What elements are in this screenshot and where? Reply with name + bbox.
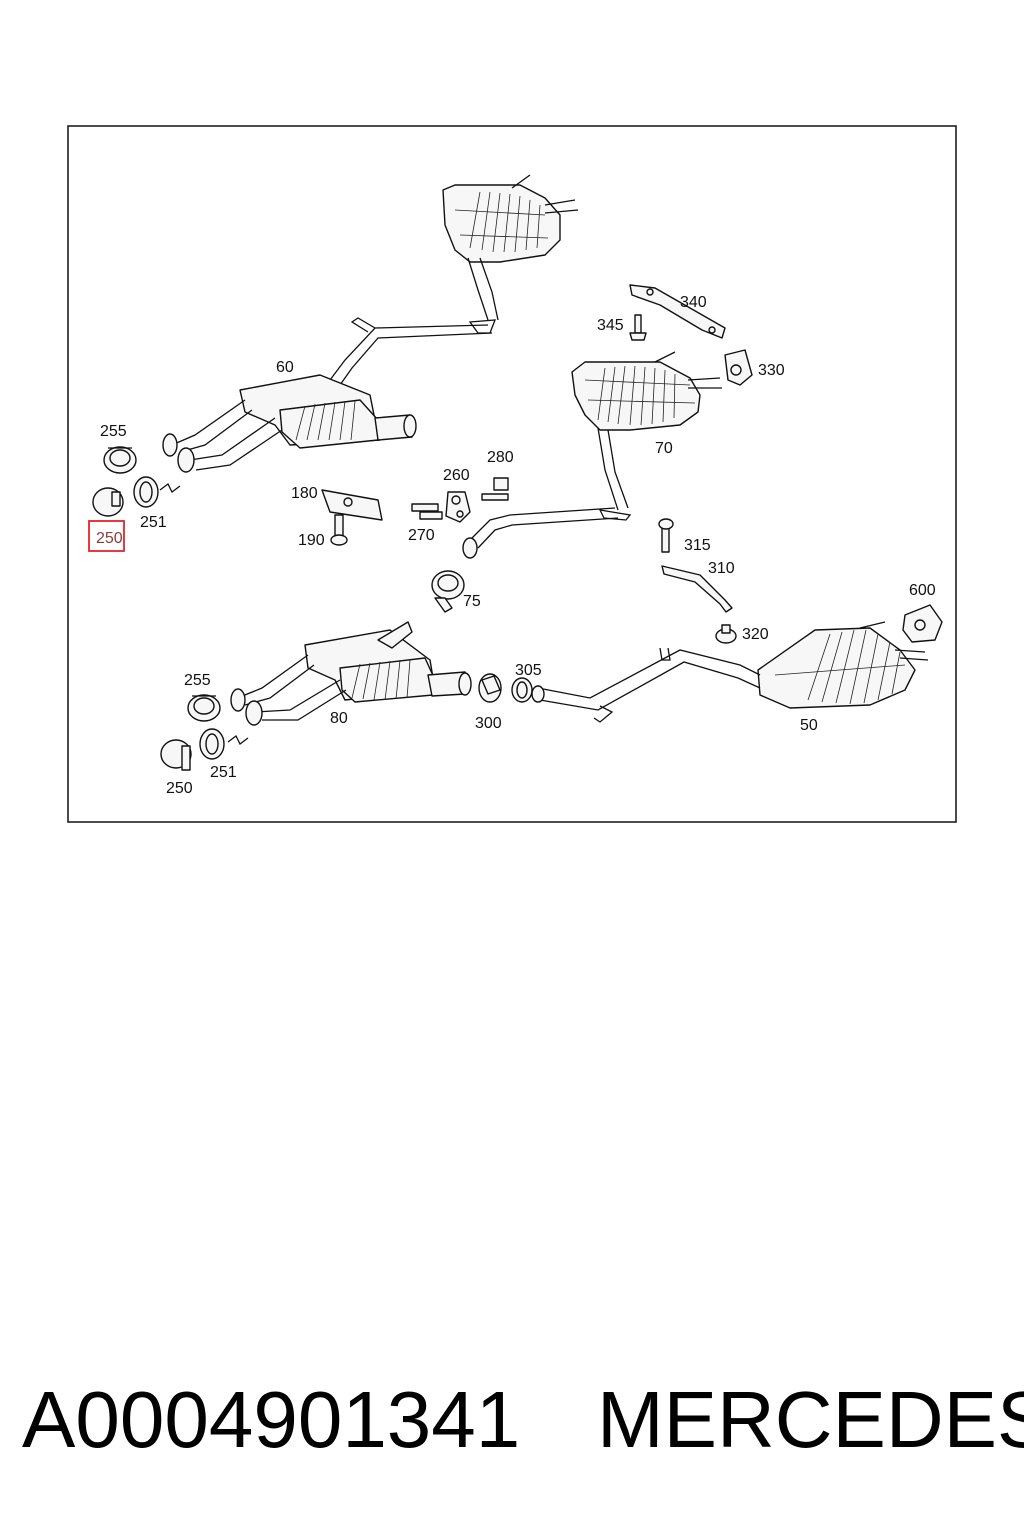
rubber-mount-330[interactable] xyxy=(724,349,753,386)
rear-muffler-70[interactable] xyxy=(571,351,722,521)
label-75: 75 xyxy=(463,593,481,610)
label-190: 190 xyxy=(298,532,325,549)
clamp-250-lower[interactable] xyxy=(160,739,192,771)
ring-251-lower[interactable] xyxy=(199,728,249,760)
label-305: 305 xyxy=(515,662,542,679)
clamp-250-upper[interactable] xyxy=(92,487,124,517)
clamp-255-upper[interactable] xyxy=(103,446,137,474)
label-80: 80 xyxy=(330,710,348,727)
label-320: 320 xyxy=(742,626,769,643)
pipe-70-to-75[interactable] xyxy=(469,507,619,549)
diagram-frame xyxy=(67,125,957,823)
pipe-end-lower xyxy=(531,685,545,703)
part-number: A0004901341 xyxy=(22,1375,521,1464)
bolt-190[interactable] xyxy=(330,514,348,546)
label-255-upper: 255 xyxy=(100,423,127,440)
bolt-280[interactable] xyxy=(481,477,509,501)
label-345: 345 xyxy=(597,317,624,334)
rubber-mount-320[interactable] xyxy=(715,624,737,644)
hanger-pin-lower xyxy=(593,705,614,723)
label-251-lower: 251 xyxy=(210,764,237,781)
center-muffler-80[interactable] xyxy=(230,621,472,726)
label-180: 180 xyxy=(291,485,318,502)
rear-muffler-50[interactable] xyxy=(757,621,929,709)
ring-305[interactable] xyxy=(511,677,533,703)
hanger-pin-upper xyxy=(350,317,376,333)
pipe-upper-rear[interactable] xyxy=(329,324,493,386)
pipe-end-upper xyxy=(462,537,478,559)
label-50: 50 xyxy=(800,717,818,734)
label-251-upper: 251 xyxy=(140,514,167,531)
clamp-255-lower[interactable] xyxy=(187,694,221,722)
label-330: 330 xyxy=(758,362,785,379)
bracket-340[interactable] xyxy=(629,284,726,339)
label-250-upper-highlighted: 250 xyxy=(96,530,123,547)
label-300: 300 xyxy=(475,715,502,732)
label-70: 70 xyxy=(655,440,673,457)
caption-bar: A0004901341 MERCEDES xyxy=(0,1360,1024,1480)
label-315: 315 xyxy=(684,537,711,554)
label-250-lower: 250 xyxy=(166,780,193,797)
bolt-345[interactable] xyxy=(629,314,647,341)
rubber-mount-260[interactable] xyxy=(445,491,471,523)
ring-251-upper[interactable] xyxy=(133,476,181,508)
clamp-75[interactable] xyxy=(431,570,465,613)
bracket-600[interactable] xyxy=(902,604,943,643)
bolt-270[interactable] xyxy=(411,503,443,520)
label-340: 340 xyxy=(680,294,707,311)
hanger-310[interactable] xyxy=(661,565,733,613)
label-270: 270 xyxy=(408,527,435,544)
label-260: 260 xyxy=(443,467,470,484)
bolt-315[interactable] xyxy=(658,518,674,553)
label-60: 60 xyxy=(276,359,294,376)
bracket-180[interactable] xyxy=(321,489,383,521)
label-255-lower: 255 xyxy=(184,672,211,689)
label-600: 600 xyxy=(909,582,936,599)
hanger-pin-mid xyxy=(659,647,671,661)
label-310: 310 xyxy=(708,560,735,577)
highlight-box-250[interactable] xyxy=(88,520,125,552)
rear-muffler-upper[interactable] xyxy=(442,174,579,334)
pipe-lower-rear[interactable] xyxy=(537,649,761,711)
clamp-300[interactable] xyxy=(478,673,502,703)
center-muffler-60[interactable] xyxy=(162,374,417,473)
brand-name: MERCEDES xyxy=(597,1375,1024,1464)
label-280: 280 xyxy=(487,449,514,466)
